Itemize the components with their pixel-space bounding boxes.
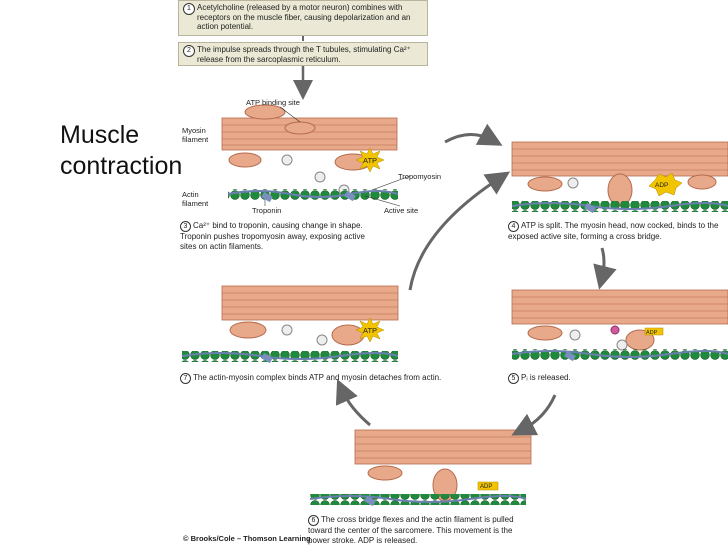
actin-filament-3 — [228, 189, 398, 200]
step-7-text: The actin-myosin complex binds ATP and m… — [193, 373, 442, 382]
atp-burst-7 — [355, 317, 385, 343]
slide-title: Muscle contraction — [60, 120, 182, 182]
adp-burst-4 — [648, 172, 683, 197]
label-actin-filament-text: Actin filament — [182, 190, 209, 208]
label-atp-binding-site: ATP binding site — [246, 98, 300, 107]
atp-burst-3 — [355, 147, 385, 173]
step-4-number: 4 — [508, 221, 519, 232]
cycle-arrow-4-to-5 — [593, 247, 617, 290]
label-actin-filament: Actin filament — [182, 190, 222, 208]
title-line-2: contraction — [60, 152, 183, 180]
tropomyosin-3 — [227, 190, 399, 198]
atp-label-7: ATP — [363, 326, 377, 335]
adp-label-5: ADP — [646, 330, 658, 336]
label-troponin: Troponin — [252, 206, 282, 215]
cycle-arrow-3-to-4 — [444, 123, 503, 146]
label-myosin-filament: Myosin filament — [182, 126, 222, 144]
label-myosin-filament-text: Myosin filament — [182, 126, 209, 144]
panel-step-6: ADP — [309, 429, 532, 507]
panel-step-4: ADP — [511, 141, 728, 214]
label-active-site: Active site — [384, 206, 419, 215]
step-6-number: 6 — [308, 515, 319, 526]
step-2-box: 2 The impulse spreads through the T tubu… — [178, 42, 428, 66]
step-7-number: 7 — [180, 373, 191, 384]
adp-label-4: ADP — [655, 182, 668, 189]
cycle-arrow-7-to-4 — [408, 171, 511, 291]
step-4-text: ATP is split. The myosin head, now cocke… — [508, 221, 719, 241]
title-line-1: Muscle — [60, 121, 140, 149]
step-2-text: The impulse spreads through the T tubule… — [197, 45, 411, 64]
credit-text: © Brooks/Cole – Thomson Learning — [183, 534, 311, 543]
adp-label-6: ADP — [480, 484, 492, 490]
panel-step-3: ATP — [221, 104, 399, 203]
step-1-number: 1 — [183, 3, 195, 15]
atp-label-3: ATP — [363, 156, 377, 165]
cycle-arrow-6-to-7 — [335, 379, 371, 427]
step-1-text: Acetylcholine (released by a motor neuro… — [197, 3, 411, 31]
cycle-arrow-5-to-6 — [511, 394, 557, 436]
label-tropomyosin: Tropomyosin — [398, 172, 442, 181]
step-2-number: 2 — [183, 45, 195, 57]
panel-step-7: ATP — [181, 285, 399, 364]
step-1-box: 1 Acetylcholine (released by a motor neu… — [178, 0, 428, 36]
step-6-text: The cross bridge flexes and the actin fi… — [308, 515, 514, 545]
step-5-text: Pᵢ is released. — [521, 373, 571, 382]
step-3-number: 3 — [180, 221, 191, 232]
step-3-text: Ca²⁺ bind to troponin, causing change in… — [180, 221, 365, 251]
panel-step-5: ADP — [511, 289, 728, 362]
step-5-number: 5 — [508, 373, 519, 384]
